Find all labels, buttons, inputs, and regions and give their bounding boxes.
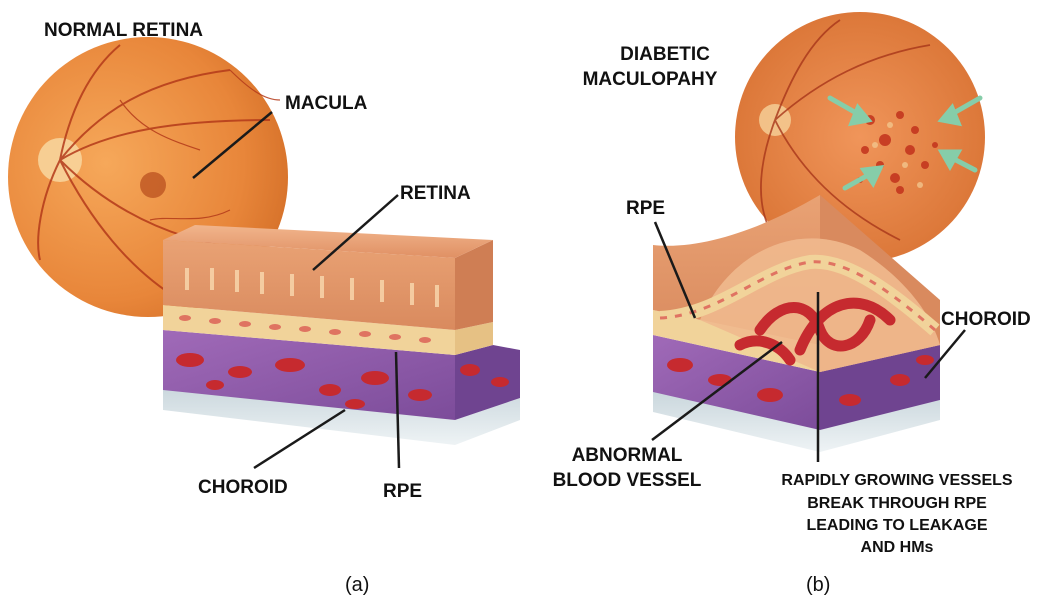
rpe-label-a: RPE — [383, 481, 422, 503]
panel-a — [8, 37, 520, 468]
choroid-label-a: CHOROID — [198, 477, 288, 499]
macula-label: MACULA — [285, 93, 367, 115]
caption-a: (a) — [345, 574, 369, 597]
abnormal-vessel-label-line1: ABNORMAL — [532, 445, 722, 467]
caption-b: (b) — [806, 574, 830, 597]
abnormal-vessel-label-line2: BLOOD VESSEL — [522, 470, 732, 492]
panel-b-title-line1: DIABETIC — [590, 44, 740, 66]
macula-spot — [140, 172, 166, 198]
panel-a-title: NORMAL RETINA — [44, 20, 203, 42]
growth-note-line3: LEADING TO LEAKAGE — [752, 516, 1042, 535]
growth-note-line1: RAPIDLY GROWING VESSELS — [752, 471, 1042, 490]
choroid-label-b: CHOROID — [941, 309, 1031, 331]
growth-note-line2: BREAK THROUGH RPE — [752, 494, 1042, 513]
retina-label: RETINA — [400, 183, 471, 205]
growth-note-line4: AND HMs — [752, 538, 1042, 557]
rpe-label-b: RPE — [626, 198, 665, 220]
panel-b-title-line2: MACULOPAHY — [560, 69, 740, 91]
